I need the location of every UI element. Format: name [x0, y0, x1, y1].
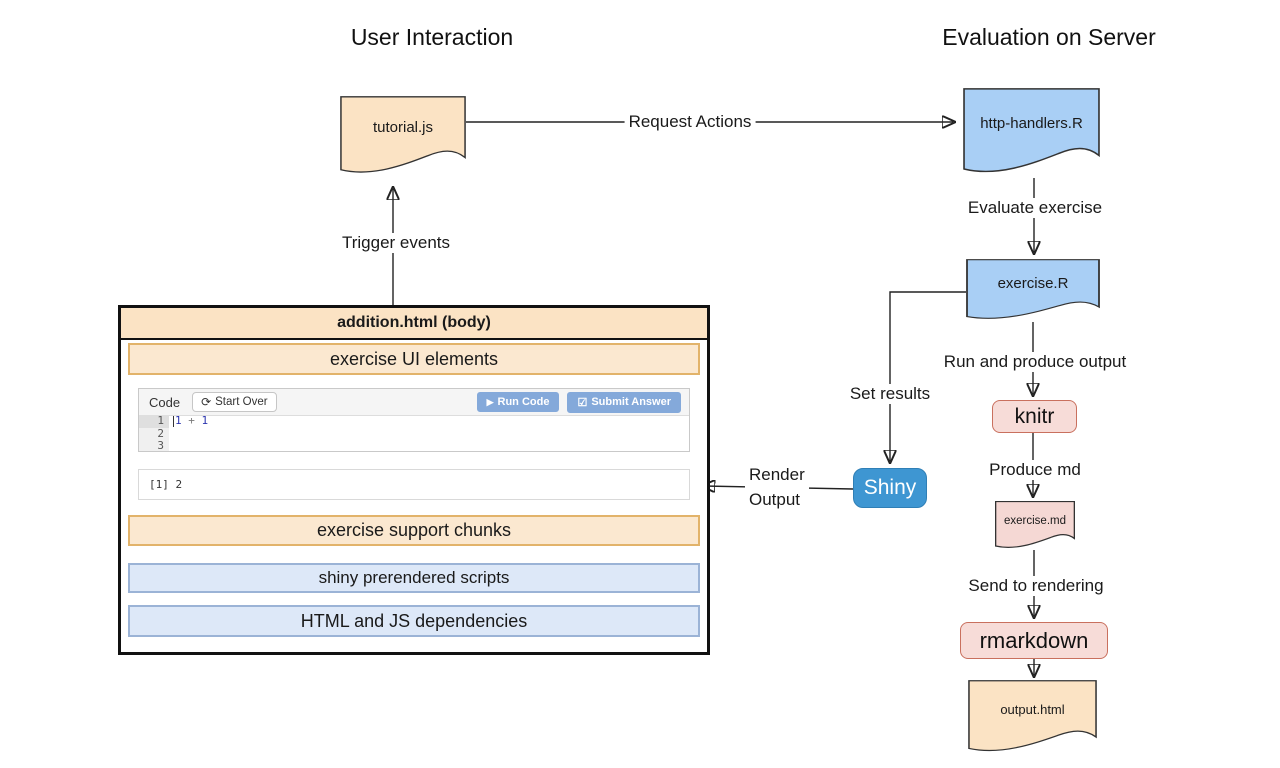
- node-knitr: knitr: [992, 400, 1077, 433]
- document-shape: [963, 88, 1100, 173]
- document-shape: [340, 96, 466, 173]
- refresh-icon: ⟳: [201, 395, 212, 409]
- node-label: http-handlers.R: [980, 114, 1083, 132]
- node-shiny: Shiny: [853, 468, 927, 508]
- node-label: exercise.R: [997, 275, 1069, 293]
- text-cursor: [173, 415, 174, 427]
- node-tutorial-js: tutorial.js: [340, 96, 466, 178]
- node-exercise-r: exercise.R: [966, 259, 1100, 323]
- checkbox-icon: ☑: [577, 396, 588, 409]
- edge-label-produce-md: Produce md: [985, 460, 1085, 480]
- node-output-html: output.html: [968, 680, 1097, 756]
- node-exercise-md: exercise.md: [995, 501, 1075, 551]
- addition-html-title: addition.html (body): [121, 308, 707, 340]
- code-token: 1: [201, 414, 209, 427]
- code-label: Code: [149, 394, 181, 410]
- document-shape: [968, 680, 1097, 752]
- code-line: 1 + 1: [173, 414, 209, 428]
- edge-label-send-rendering: Send to rendering: [964, 576, 1108, 596]
- document-shape: [966, 259, 1100, 319]
- code-token: 1: [175, 414, 182, 427]
- code-token: +: [188, 414, 195, 427]
- edge-label-trigger-events: Trigger events: [337, 233, 455, 253]
- line-number: 2: [157, 426, 164, 440]
- editor-toolbar: Code ⟳ Start Over ▶ Run Code ☑ Submit An…: [139, 389, 689, 416]
- line-number: 3: [157, 439, 164, 452]
- band-exercise-ui-elements: exercise UI elements: [128, 343, 700, 375]
- node-rmarkdown: rmarkdown: [960, 622, 1108, 659]
- node-label: output.html: [1000, 702, 1065, 718]
- play-icon: ▶: [486, 396, 494, 407]
- edge-label-run-produce: Run and produce output: [939, 352, 1131, 372]
- node-label: exercise.md: [1004, 514, 1066, 527]
- edge-label-request-actions: Request Actions: [624, 112, 756, 132]
- edge-label-evaluate-exercise: Evaluate exercise: [963, 198, 1107, 218]
- addition-html-box: addition.html (body) exercise UI element…: [118, 305, 710, 655]
- edge-label-render: Render: [749, 465, 805, 484]
- band-shiny-prerendered-scripts: shiny prerendered scripts: [128, 563, 700, 593]
- edge-label-set-results: Set results: [845, 384, 935, 404]
- node-label: tutorial.js: [372, 119, 434, 137]
- submit-answer-label: Submit Answer: [591, 396, 671, 408]
- line-number: 1: [139, 414, 169, 428]
- code-input-area[interactable]: 1 2 3 1 + 1: [139, 414, 689, 452]
- band-html-js-dependencies: HTML and JS dependencies: [128, 605, 700, 637]
- code-token: [195, 414, 202, 427]
- node-http-handlers: http-handlers.R: [963, 88, 1100, 178]
- start-over-button[interactable]: ⟳ Start Over: [192, 392, 277, 412]
- edge-label-output: Output: [749, 490, 801, 509]
- arrow-set-results: [890, 291, 966, 461]
- exercise-editor: Code ⟳ Start Over ▶ Run Code ☑ Submit An…: [138, 388, 690, 452]
- run-code-label: Run Code: [497, 396, 550, 408]
- band-exercise-support-chunks: exercise support chunks: [128, 515, 700, 546]
- title-user-interaction: User Interaction: [350, 24, 514, 50]
- submit-answer-button[interactable]: ☑ Submit Answer: [567, 391, 681, 413]
- line-number-gutter: 1 2 3: [139, 414, 169, 452]
- document-shape: [995, 501, 1075, 548]
- start-over-label: Start Over: [215, 396, 268, 408]
- exercise-output: [1] 2: [138, 469, 690, 500]
- title-evaluation-on-server: Evaluation on Server: [942, 24, 1156, 50]
- run-code-button[interactable]: ▶ Run Code: [476, 392, 560, 412]
- edge-label-render-output: Render Output: [745, 462, 809, 512]
